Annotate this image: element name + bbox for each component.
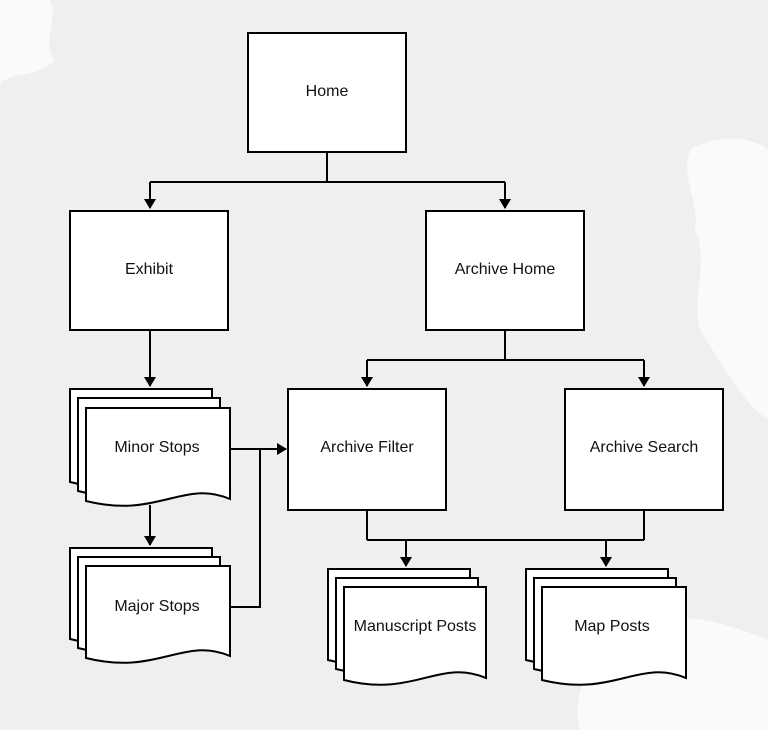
node-minor-stops: Minor Stops [69,388,231,507]
node-archive-filter-label: Archive Filter [320,439,414,456]
node-home: Home [247,32,407,153]
node-archive-search: Archive Search [564,388,724,511]
node-archive-home: Archive Home [425,210,585,331]
node-archive-search-label: Archive Search [590,439,699,456]
node-archive-filter: Archive Filter [287,388,447,511]
node-major-stops-label: Major Stops [114,598,199,615]
node-exhibit-label: Exhibit [125,261,174,278]
node-manuscript-posts-label: Manuscript Posts [354,618,477,635]
node-minor-stops-label: Minor Stops [114,439,199,456]
node-manuscript-posts: Manuscript Posts [327,568,487,686]
node-exhibit: Exhibit [69,210,229,331]
node-home-label: Home [306,83,349,100]
node-map-posts: Map Posts [525,568,687,686]
node-major-stops: Major Stops [69,547,231,664]
connectors [144,152,650,608]
node-map-posts-label: Map Posts [574,618,650,635]
connector-major-filter [230,449,261,608]
node-archive-home-label: Archive Home [455,261,556,278]
